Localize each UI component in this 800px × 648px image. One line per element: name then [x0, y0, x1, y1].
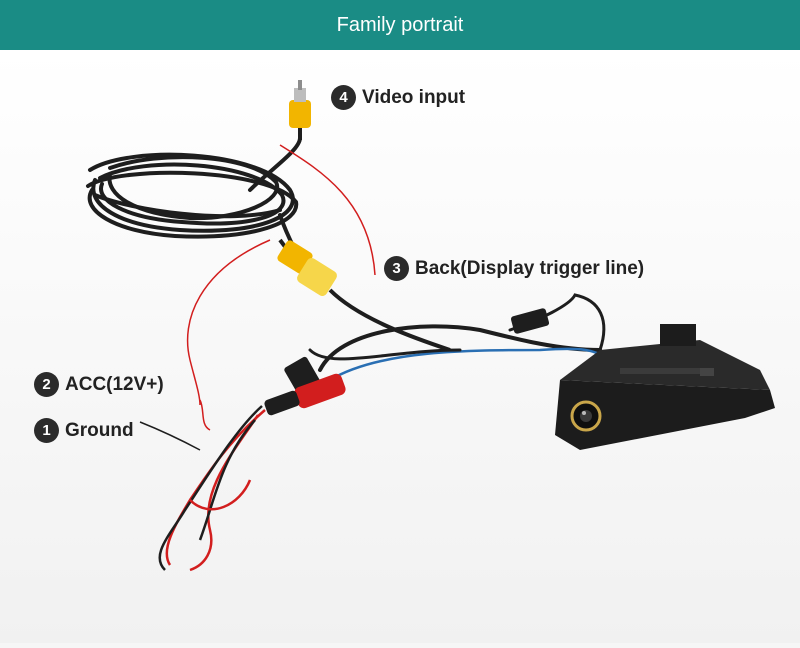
product-photo: [0, 50, 800, 643]
callout-ground: 1 Ground: [34, 418, 134, 443]
callout-video-input: 4 Video input: [331, 85, 465, 110]
callout-label: ACC(12V+): [65, 373, 164, 395]
camera-housing: [555, 324, 775, 450]
banner: Family portrait: [0, 0, 800, 50]
inline-connector: [510, 308, 550, 334]
callout-acc: 2 ACC(12V+): [34, 372, 164, 397]
callout-number-badge: 3: [384, 256, 409, 281]
rca-connector-back: [277, 238, 451, 352]
callout-number-badge: 2: [34, 372, 59, 397]
ground-lead: [139, 421, 201, 451]
trigger-wire-top: [279, 144, 376, 276]
callout-back-trigger: 3 Back(Display trigger line): [384, 256, 644, 281]
coiled-cable: [86, 136, 302, 252]
callout-label: Ground: [65, 419, 134, 441]
acc-lead: [199, 399, 211, 431]
callout-label: Back(Display trigger line): [415, 257, 645, 279]
camera-kit-illustration: [86, 80, 775, 572]
trigger-wire-loop: [186, 239, 271, 406]
callout-number-badge: 1: [34, 418, 59, 443]
callout-number-badge: 4: [331, 85, 356, 110]
main-harness: [308, 293, 606, 382]
banner-title: Family portrait: [336, 14, 464, 36]
dc-connector: [264, 373, 346, 416]
callout-label: Video input: [362, 86, 466, 108]
power-leads: [158, 405, 266, 572]
rca-plug-video-input: [289, 80, 311, 140]
